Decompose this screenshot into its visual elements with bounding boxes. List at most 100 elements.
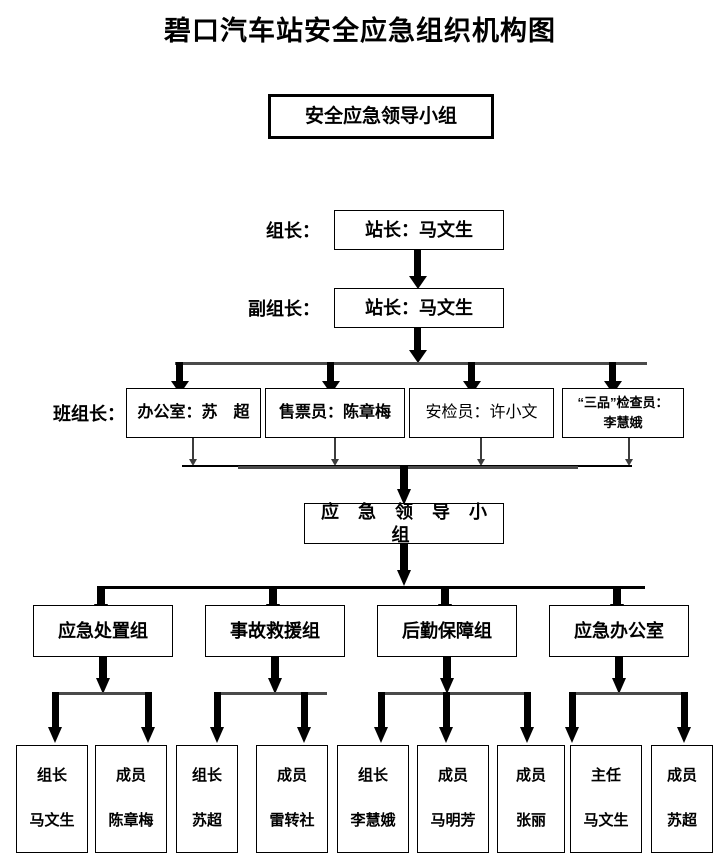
connector-bus-to-disposal-group <box>97 586 105 608</box>
leaf-member-4: 成员 雷转社 <box>256 745 328 853</box>
arrowhead-emergency-group-down <box>397 570 411 586</box>
leaf-member-2-role: 成员 <box>115 767 146 785</box>
node-group-emergency-office: 应急办公室 <box>549 605 689 657</box>
label-group-leader: 组长： <box>266 221 320 241</box>
arrowhead-inspector-down <box>625 459 633 466</box>
connector-logistics-member-3 <box>524 692 531 732</box>
label-deputy-group-leader: 副组长： <box>248 299 320 319</box>
connector-logistics-member-2 <box>443 692 450 732</box>
arrowhead-office-member-2 <box>677 727 691 743</box>
leaf-member-7-role: 成员 <box>515 767 546 785</box>
arrowhead-office-member-1 <box>565 727 579 743</box>
arrowhead-logistics-member-1 <box>374 727 388 743</box>
bus-merge-highlight <box>238 466 578 469</box>
arrowhead-emergency-office-down <box>612 678 626 694</box>
leaf-member-8-role: 主任 <box>590 767 621 785</box>
node-three-items-inspector: “三品”检查员： 李慧娥 <box>562 388 684 438</box>
leaf-member-5-role: 组长 <box>357 767 388 785</box>
connector-leader-to-deputy <box>414 250 421 278</box>
node-emergency-leadership-group: 应 急 领 导 小 组 <box>304 502 504 545</box>
bus-rescue-group <box>217 692 327 695</box>
node-three-items-inspector-line1: “三品”检查员： <box>577 395 669 411</box>
leaf-member-6: 成员 马明芳 <box>417 745 489 853</box>
arrowhead-rescue-member-2 <box>297 727 311 743</box>
connector-disposal-member-1 <box>52 692 59 732</box>
bus-emergency-office <box>572 692 687 695</box>
connector-ticket-down <box>334 438 336 462</box>
leaf-member-5-name: 李慧娥 <box>350 812 396 829</box>
leaf-member-8-name: 马文生 <box>583 812 629 829</box>
connector-office-down <box>192 438 194 462</box>
arrowhead-rescue-member-1 <box>210 727 224 743</box>
leaf-member-1-role: 组长 <box>36 767 67 785</box>
connector-bus-to-inspector <box>609 362 616 384</box>
connector-merge-to-emergency-group <box>400 465 408 491</box>
leaf-member-7-name: 张丽 <box>515 812 546 829</box>
connector-bus-to-emergency-office <box>613 586 621 608</box>
arrowhead-logistics-member-2 <box>439 727 453 743</box>
connector-emergency-office-down <box>615 657 623 681</box>
leaf-member-6-name: 马明芳 <box>430 812 476 829</box>
connector-office-member-2 <box>681 692 688 732</box>
bus-team-leaders <box>175 362 647 365</box>
node-group-rescue: 事故救援组 <box>205 605 345 657</box>
connector-disposal-member-2 <box>145 692 152 732</box>
leaf-member-7: 成员 张丽 <box>497 745 565 853</box>
leaf-member-3-name: 苏超 <box>191 812 222 829</box>
connector-rescue-group-down <box>271 657 279 681</box>
leaf-member-5: 组长 李慧娥 <box>337 745 409 853</box>
leaf-member-9: 成员 苏超 <box>651 745 713 853</box>
arrowhead-merge-to-emergency-group <box>397 489 411 505</box>
connector-office-member-1 <box>569 692 576 732</box>
node-office: 办公室：苏 超 <box>126 388 261 438</box>
node-safety-emergency-leadership-group: 安全应急领导小组 <box>268 94 494 139</box>
connector-bus-to-office <box>176 362 183 384</box>
leaf-member-9-name: 苏超 <box>666 812 697 829</box>
leaf-member-6-role: 成员 <box>437 767 468 785</box>
bus-disposal-group <box>55 692 151 695</box>
connector-bus-to-rescue-group <box>269 586 277 608</box>
leaf-member-1-name: 马文生 <box>29 812 75 829</box>
connector-logistics-member-1 <box>378 692 385 732</box>
leaf-member-8: 主任 马文生 <box>570 745 642 853</box>
leaf-member-4-role: 成员 <box>276 767 307 785</box>
connector-bus-to-security <box>468 362 475 384</box>
arrowhead-deputy-down <box>409 350 427 363</box>
connector-bus-to-logistics-group <box>441 586 449 608</box>
node-security-inspector: 安检员：许小文 <box>409 388 554 438</box>
connector-inspector-down <box>628 438 630 462</box>
connector-bus-to-ticket <box>327 362 334 384</box>
arrowhead-logistics-member-3 <box>520 727 534 743</box>
arrowhead-disposal-group-down <box>96 678 110 694</box>
node-group-leader: 站长：马文生 <box>334 210 504 250</box>
connector-disposal-group-down <box>99 657 107 681</box>
arrowhead-logistics-group-down <box>440 678 454 694</box>
connector-rescue-member-2 <box>301 692 308 732</box>
arrowhead-rescue-group-down <box>268 678 282 694</box>
node-group-disposal: 应急处置组 <box>33 605 173 657</box>
arrowhead-disposal-member-1 <box>48 727 62 743</box>
leaf-member-2: 成员 陈章梅 <box>95 745 167 853</box>
connector-deputy-down <box>414 328 421 353</box>
arrowhead-ticket-down <box>331 459 339 466</box>
node-ticket-clerk: 售票员：陈章梅 <box>265 388 405 438</box>
arrowhead-security-down <box>477 459 485 466</box>
arrowhead-office-down <box>189 459 197 466</box>
leaf-member-3-role: 组长 <box>191 767 222 785</box>
bus-groups <box>97 586 645 589</box>
arrowhead-leader-to-deputy <box>409 276 427 289</box>
leaf-member-9-role: 成员 <box>666 767 697 785</box>
leaf-member-3: 组长 苏超 <box>176 745 238 853</box>
page-title: 碧口汽车站安全应急组织机构图 <box>164 16 556 46</box>
leaf-member-4-name: 雷转社 <box>269 812 315 829</box>
connector-logistics-group-down <box>443 657 451 681</box>
leaf-member-1: 组长 马文生 <box>16 745 88 853</box>
arrowhead-disposal-member-2 <box>141 727 155 743</box>
connector-rescue-member-1 <box>214 692 221 732</box>
bus-logistics-group <box>381 692 530 695</box>
connector-emergency-group-down <box>400 544 408 573</box>
node-group-logistics: 后勤保障组 <box>377 605 517 657</box>
node-deputy-group-leader: 站长：马文生 <box>334 288 504 328</box>
leaf-member-2-name: 陈章梅 <box>108 812 154 829</box>
